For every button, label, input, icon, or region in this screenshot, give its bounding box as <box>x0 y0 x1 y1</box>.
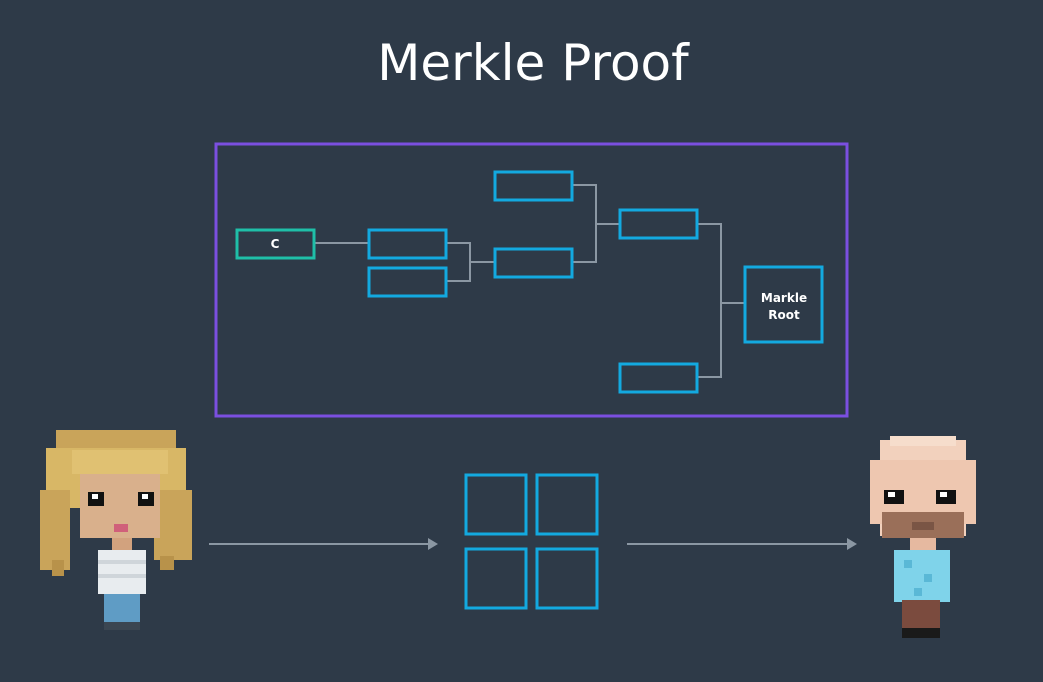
merkle-root-label-line1: Markle <box>761 291 807 305</box>
proof-hash-square <box>464 473 528 536</box>
leaf-node-c-label: C <box>271 237 280 251</box>
hash-node <box>618 208 699 240</box>
leaf-node-c <box>235 228 316 260</box>
tree-connectors <box>314 184 745 378</box>
merkle-root-label-line2: Root <box>768 308 800 322</box>
man-avatar <box>870 436 976 638</box>
connector-pair-2 <box>572 184 597 263</box>
merkle-root-node <box>743 265 824 344</box>
hash-node <box>367 228 448 260</box>
proof-hashes <box>464 473 599 610</box>
woman-avatar <box>40 430 192 630</box>
page-title: Merkle Proof <box>377 34 690 92</box>
proof-hash-square <box>464 547 528 610</box>
proof-hash-square <box>535 547 599 610</box>
connector-pair-3 <box>697 223 722 378</box>
arrow-head-icon <box>847 538 857 550</box>
merkle-tree-frame <box>214 142 849 418</box>
proof-hash-square <box>535 473 599 536</box>
arrow-head-icon <box>428 538 438 550</box>
hash-node <box>618 362 699 394</box>
hash-node <box>367 266 448 298</box>
hash-node <box>493 247 574 279</box>
connector-pair-1 <box>447 242 471 282</box>
hash-node <box>493 170 574 202</box>
